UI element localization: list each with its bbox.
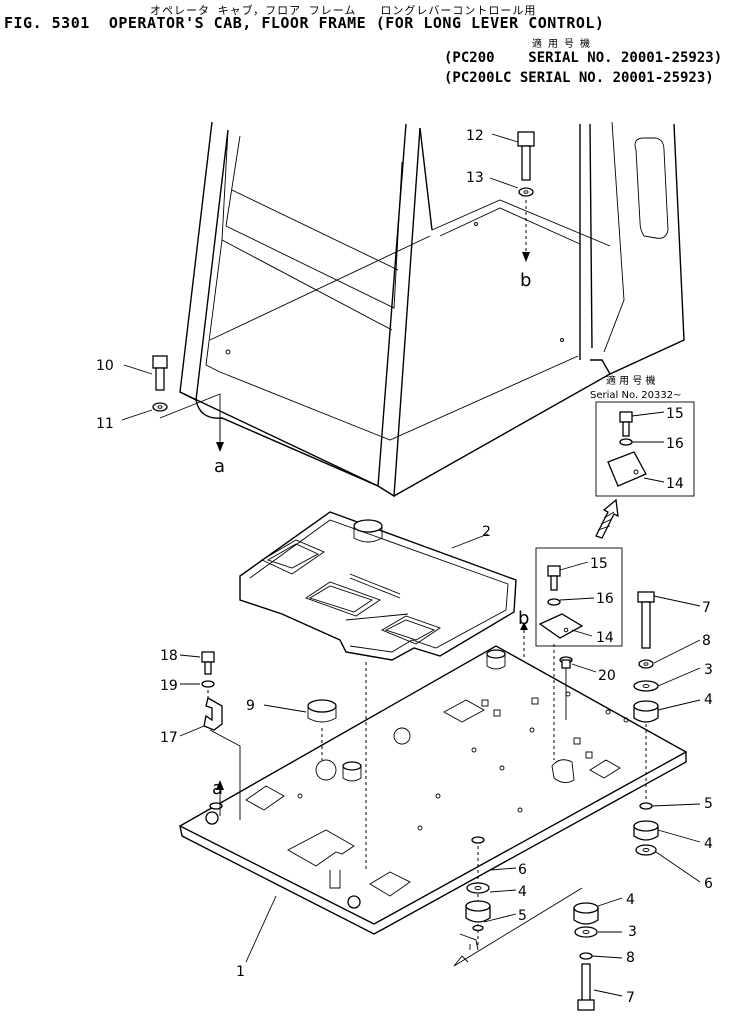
plate-14-assembly [520, 547, 623, 760]
figure-title: FIG. 5301 OPERATOR'S CAB, FLOOR FRAME (F… [4, 14, 605, 32]
part-label-1: 1 [236, 964, 245, 980]
part-label-8b: 8 [626, 950, 635, 966]
part-label-4b: 4 [704, 836, 713, 852]
inset-jp-applicability: 適 用 号 機 [606, 374, 656, 387]
part-label-16b: 16 [596, 591, 614, 607]
part-label-18: 18 [160, 648, 178, 664]
mount-bolt-stack-upper [633, 591, 701, 883]
mount-bolt-stack-lower [453, 867, 623, 1011]
serial-range-pc200: (PC200 SERIAL NO. 20001-25923) [444, 50, 723, 66]
cushion-9 [263, 699, 337, 760]
part-label-8a: 8 [702, 633, 711, 649]
bolt-12-assembly [489, 131, 535, 262]
part-label-3b: 3 [628, 924, 637, 940]
ref-b-top: b [520, 270, 531, 291]
part-label-11: 11 [96, 416, 114, 432]
serial-range-pc200lc: (PC200LC SERIAL NO. 20001-25923) [444, 70, 714, 86]
japanese-applicability: 適 用 号 機 [532, 39, 591, 50]
part-label-15b: 15 [590, 556, 608, 572]
part-label-4d: 4 [626, 892, 635, 908]
part-label-7b: 7 [626, 990, 635, 1006]
inset-serial: Serial No. 20332~ [590, 390, 681, 401]
inset-detail-box [595, 401, 695, 539]
part-label-13: 13 [466, 170, 484, 186]
ref-b-bottom: b [518, 608, 529, 629]
part-label-19: 19 [160, 678, 178, 694]
ref-a-top: a [214, 456, 225, 477]
bracket-17-assembly [179, 651, 241, 820]
cab-frame [179, 121, 685, 498]
part-label-4a: 4 [704, 692, 713, 708]
part-label-2: 2 [482, 524, 491, 540]
part-label-20: 20 [598, 668, 616, 684]
floor-frame-1 [178, 645, 688, 963]
part-label-17: 17 [160, 730, 178, 746]
part-label-10: 10 [96, 358, 114, 374]
part-label-6a: 6 [518, 862, 527, 878]
part-label-6b: 6 [704, 876, 713, 892]
part-label-5a: 5 [704, 796, 713, 812]
japanese-title: オペレータ キャブ，フロア フレーム ロングレバーコントロール用 [150, 4, 537, 17]
part-label-12: 12 [466, 128, 484, 144]
part-label-3a: 3 [704, 662, 713, 678]
part-label-14a: 14 [666, 476, 684, 492]
ref-a-bottom: a [212, 778, 223, 799]
part-label-9: 9 [246, 698, 255, 714]
part-label-4c: 4 [518, 884, 527, 900]
part-label-5b: 5 [518, 908, 527, 924]
part-label-15a: 15 [666, 406, 684, 422]
floor-mat-2 [239, 511, 517, 870]
bolt-10-assembly [121, 355, 224, 452]
part-label-16a: 16 [666, 436, 684, 452]
part-label-14b: 14 [596, 630, 614, 646]
part-label-7a: 7 [702, 600, 711, 616]
